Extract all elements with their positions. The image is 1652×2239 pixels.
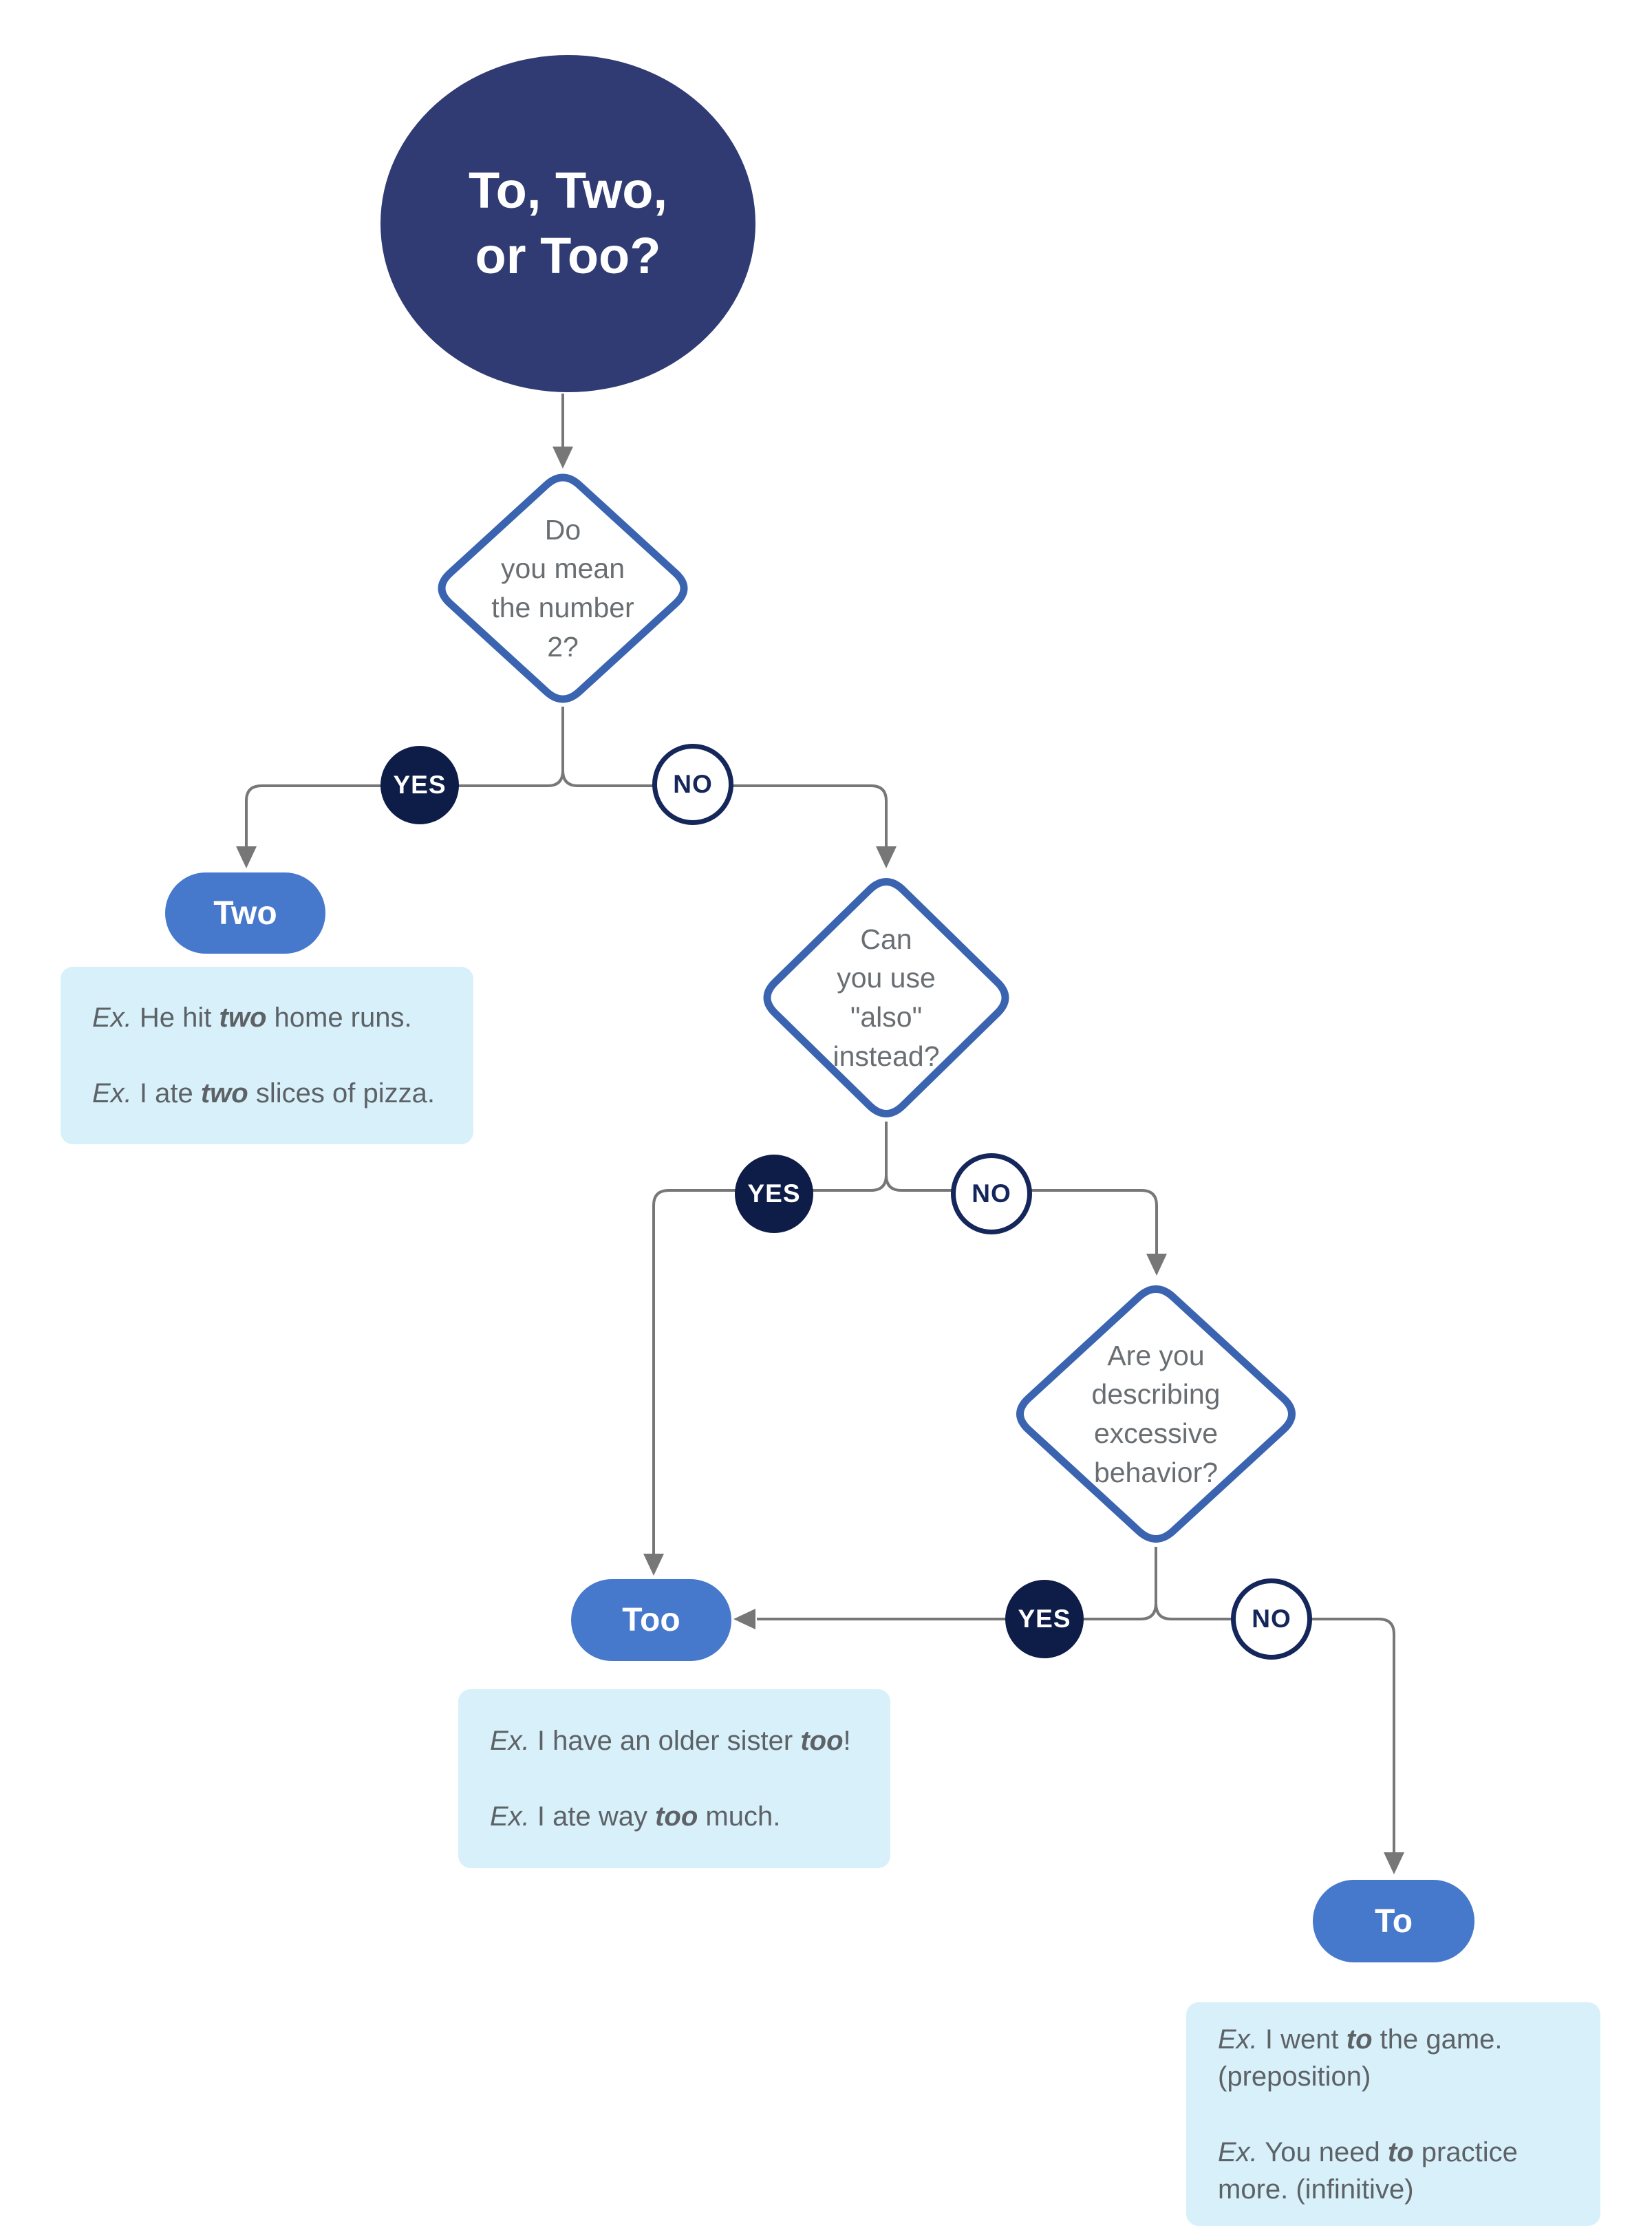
example-line: Ex. I have an older sister too! xyxy=(490,1726,851,1756)
example-box-to: Ex. I went to the game.(preposition)Ex. … xyxy=(1186,2002,1600,2226)
example-paragraph: Ex. You need to practice more. (infinitiv… xyxy=(1218,2134,1580,2208)
example-line: Ex. I went to the game. xyxy=(1218,2024,1503,2055)
title-text: To, Two, or Too? xyxy=(468,162,668,284)
no-badge-3: NO xyxy=(1231,1578,1312,1660)
arrowhead-into-d3 xyxy=(1146,1254,1167,1276)
connector-d1-no-to-d2 xyxy=(561,770,888,848)
decision-diamond-2 xyxy=(763,878,1009,1117)
arrowhead-into-too-top xyxy=(643,1554,664,1576)
example-line: Ex. You need to practice xyxy=(1218,2136,1518,2167)
example-line: Ex. I ate way too much. xyxy=(490,1801,781,1832)
decision-2-question: Can you use "also" instead? xyxy=(833,923,940,1072)
arrowhead-into-to xyxy=(1384,1852,1404,1874)
example-line: (preposition) xyxy=(1218,2061,1371,2092)
example-line: Ex. I ate two slices of pizza. xyxy=(92,1078,435,1108)
arrowhead-into-d2 xyxy=(876,846,897,868)
example-box-two: Ex. He hit two home runs. Ex. I ate two s… xyxy=(61,967,473,1144)
yes-badge-2: YES xyxy=(735,1155,813,1233)
connector-d2-yes-to-too xyxy=(652,1175,888,1554)
decision-3-question: Are you describing excessive behavior? xyxy=(1091,1339,1221,1488)
title-circle: To, Two, or Too? xyxy=(380,55,755,392)
no-badge-2: NO xyxy=(951,1153,1032,1234)
yes-badge-3: YES xyxy=(1005,1580,1084,1658)
example-box-too: Ex. I have an older sister too! Ex. I ate… xyxy=(458,1689,890,1868)
example-paragraph: Ex. He hit two home runs. xyxy=(92,999,453,1036)
arrowhead-into-two xyxy=(236,846,257,868)
yes-badge-1: YES xyxy=(380,746,459,824)
arrowhead-into-too-right xyxy=(733,1609,755,1629)
arrowhead-into-d1 xyxy=(553,447,573,469)
result-pill-to: To xyxy=(1313,1880,1474,1962)
example-line: Ex. He hit two home runs. xyxy=(92,1003,412,1033)
no-badge-1: NO xyxy=(652,744,733,825)
result-pill-two: Two xyxy=(165,872,325,954)
example-paragraph: Ex. I ate way too much. xyxy=(490,1798,870,1835)
connector-d3-no-to-to xyxy=(1155,1603,1395,1852)
connector-d3-yes-to-too xyxy=(757,1603,1157,1620)
decision-diamond-1 xyxy=(438,473,688,703)
connector-d2-no-to-d3 xyxy=(885,1175,1158,1254)
example-paragraph: Ex. I have an older sister too! xyxy=(490,1722,870,1759)
arrowheads xyxy=(236,447,1404,1874)
decision-1-question: Do you mean the number 2? xyxy=(491,513,634,663)
result-pill-too: Too xyxy=(571,1579,731,1661)
decision-diamonds xyxy=(438,473,1296,1543)
decision-diamond-3 xyxy=(1016,1285,1296,1543)
example-paragraph: Ex. I ate two slices of pizza. xyxy=(92,1075,453,1112)
example-paragraph: Ex. I went to the game. (preposition) xyxy=(1218,2021,1580,2095)
example-line: more. (infinitive) xyxy=(1218,2174,1414,2205)
connector-d1-yes-to-two xyxy=(245,770,564,848)
connector-lines xyxy=(245,394,1395,1852)
